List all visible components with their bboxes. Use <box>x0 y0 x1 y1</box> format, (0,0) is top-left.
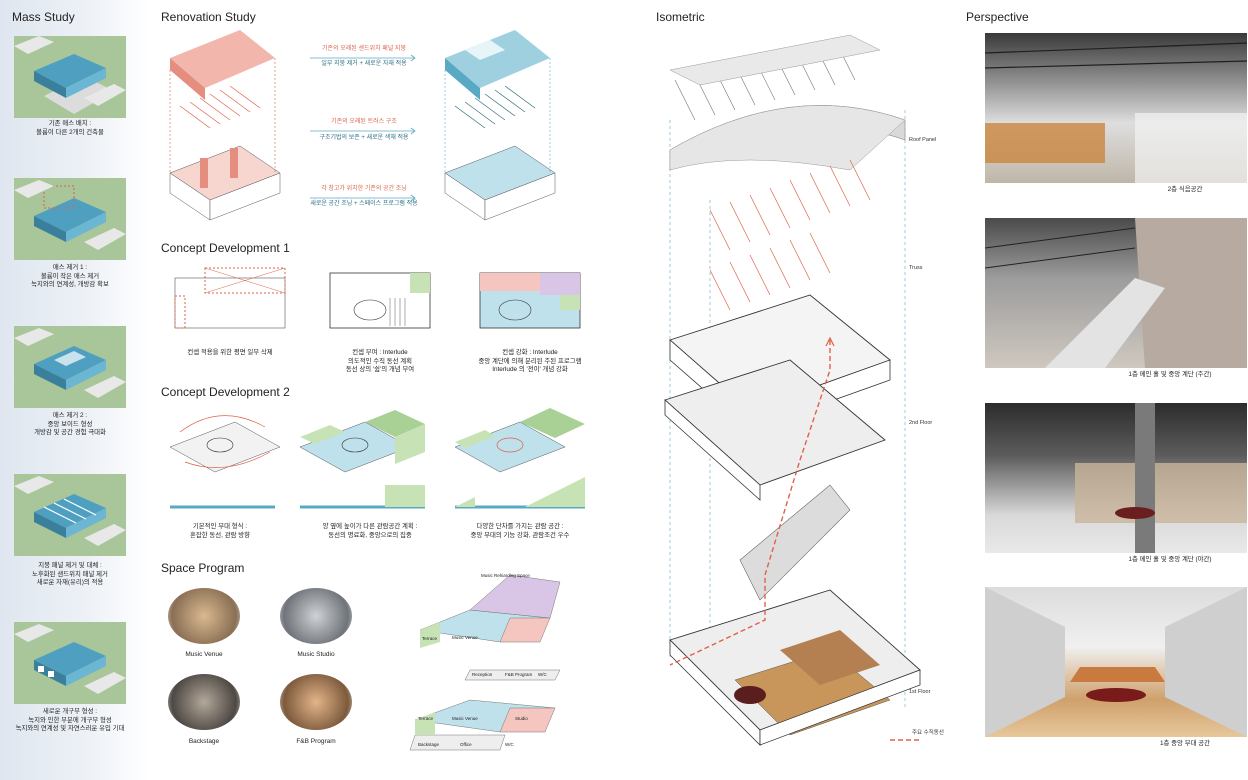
caption-desc: 중앙 계단에 의해 분리된 주된 프로그램 <box>478 357 582 365</box>
renovation-blue-1: 일부 지붕 제거 + 새로운 자재 적용 <box>321 61 407 67</box>
perspective-image-2 <box>985 218 1247 368</box>
caption-desc: 볼륨이 작은 매스 제거 <box>40 272 100 280</box>
sp-diagram-label: W/C <box>538 672 547 677</box>
caption-desc: 혼잡한 동선, 관람 방향 <box>189 531 251 539</box>
concept2-caption-1: 기본적인 무대 형식 : 혼잡한 동선, 관람 방향 <box>165 523 275 540</box>
perspective-image-3 <box>985 403 1247 553</box>
caption-desc: Interlude 의 '전이' 개념 강화 <box>492 366 568 373</box>
caption-desc: 의도적인 수직 동선 계획 <box>347 357 413 365</box>
caption-title: 기존 매스 배치 : <box>48 120 92 127</box>
space-item-label: Backstage <box>188 738 220 745</box>
mass-study-thumb-4 <box>14 474 126 556</box>
perspective-image-4 <box>985 587 1247 737</box>
concept1-caption-2: 컨셉 부여 : Interlude 의도적인 수직 동선 계획 동선 상의 '쉼… <box>315 349 445 375</box>
music-venue-image <box>168 588 240 644</box>
mass-study-caption-2: 매스 제거 1 : 볼륨이 작은 매스 제거 녹지와의 연계성, 개방감 확보 <box>10 264 130 290</box>
caption-desc: 노후화된 샌드위치 패널 제거 <box>32 570 108 578</box>
space-item-label: Music Venue <box>185 651 223 658</box>
caption-desc: 녹지와의 연계성 및 자연스러운 유입 기대 <box>15 725 125 732</box>
concept1-diagrams <box>174 267 581 329</box>
concept2-diagrams <box>169 408 585 509</box>
mass-study-caption-5: 새로운 개구부 형성 : 녹지와 인한 부분에 개구부 형성 녹지와의 연계성 … <box>4 708 136 734</box>
caption-title: 컨셉 적용을 위한 평면 일부 삭제 <box>187 349 273 356</box>
space-item-label: Music Studio <box>297 651 335 658</box>
caption-title: 매스 제거 2 : <box>52 412 88 419</box>
sp-diagram-label: Reception <box>472 672 493 677</box>
caption-title: 양 옆에 높이가 다른 관람공간 계획 : <box>322 523 418 530</box>
iso-label-1f: 1st Floor <box>909 689 931 695</box>
caption-desc: 새로운 자재(유리)의 적용 <box>36 579 104 586</box>
perspective-caption-3: 1층 메인 홀 및 중앙 계단 (야간) <box>1128 556 1212 563</box>
mass-study-caption-4: 지붕 패널 제거 및 대체 : 노후화된 샌드위치 패널 제거 새로운 자재(유… <box>10 562 130 588</box>
music-studio-image <box>280 588 352 644</box>
space-program-diagram <box>409 574 561 751</box>
sp-diagram-label: Terrace <box>422 636 438 641</box>
renovation-red-2: 기존의 오래된 트러스 구조 <box>331 119 397 125</box>
renovation-blue-2: 구조기법의 보존 + 새로운 색채 적용 <box>319 135 409 141</box>
mass-study-caption-1: 기존 매스 배치 : 볼륨이 다른 2개의 건축물 <box>10 120 130 137</box>
isometric-title: Isometric <box>656 10 705 24</box>
space-program-title: Space Program <box>161 561 245 575</box>
caption-title: 기본적인 무대 형식 : <box>192 523 248 530</box>
mass-study-thumb-5 <box>14 622 126 704</box>
renovation-red-1: 기존의 오래된 샌드위치 패널 지붕 <box>322 46 406 52</box>
caption-desc: 중앙 무대의 기능 강화, 관람조건 우수 <box>470 531 570 539</box>
concept1-caption-3: 컨셉 강화 : Interlude 중앙 계단에 의해 분리된 주된 프로그램 … <box>460 349 600 375</box>
space-item-label: F&B Program <box>296 738 336 745</box>
caption-title: 다양한 단차를 가지는 관람 공간 : <box>476 523 564 530</box>
mass-study-title: Mass Study <box>12 10 75 24</box>
concept2-caption-2: 양 옆에 높이가 다른 관람공간 계획 : 동선의 명료화, 중앙으로의 집중 <box>295 523 445 540</box>
sp-diagram-label: Music Venue <box>452 716 478 721</box>
iso-legend: 주요 수직동선 <box>912 730 944 736</box>
iso-label-roof: Roof Panel <box>909 137 937 143</box>
perspective-caption-2: 1층 메인 홀 및 중앙 계단 (주간) <box>1128 371 1212 378</box>
concept-dev1-title: Concept Development 1 <box>161 241 290 255</box>
mass-study-thumb-2 <box>14 178 126 260</box>
sp-diagram-label: Backstage <box>418 742 440 747</box>
sp-diagram-label: Terrace <box>418 716 434 721</box>
iso-label-truss: Truss <box>909 265 923 271</box>
perspective-image-1 <box>985 33 1247 183</box>
caption-title: 컨셉 강화 : Interlude <box>502 349 558 356</box>
renovation-red-3: 각 창고가 위치한 기존의 공간 조닝 <box>321 186 407 192</box>
sp-diagram-label: W/C <box>505 742 514 747</box>
fb-program-image <box>280 674 352 730</box>
perspective-caption-4: 1층 중앙 무대 공간 <box>1159 740 1211 747</box>
renovation-blue-3: 새로운 공간 조닝 + 스페이스 프로그램 적용 <box>310 201 418 207</box>
sp-diagram-label: Music Venue <box>452 635 478 640</box>
caption-desc: 중앙 보이드 형성 <box>47 420 93 428</box>
caption-desc: 개방감 및 공간 경험 극대화 <box>34 429 106 436</box>
caption-desc: 볼륨이 다른 2개의 건축물 <box>36 128 104 136</box>
concept1-caption-1: 컨셉 적용을 위한 평면 일부 삭제 <box>165 349 295 358</box>
renovation-diagram <box>169 30 556 221</box>
caption-desc: 녹지와의 연계성, 개방감 확보 <box>31 281 109 288</box>
caption-title: 새로운 개구부 형성 : <box>42 708 98 715</box>
caption-title: 지붕 패널 제거 및 대체 : <box>38 562 102 569</box>
mass-study-caption-3: 매스 제거 2 : 중앙 보이드 형성 개방감 및 공간 경험 극대화 <box>10 412 130 438</box>
sp-diagram-label: Music Rehiarding Space <box>481 573 530 578</box>
perspective-caption-1: 2층 식음공간 <box>1167 186 1203 193</box>
renovation-study-title: Renovation Study <box>161 10 256 24</box>
concept2-caption-3: 다양한 단차를 가지는 관람 공간 : 중앙 무대의 기능 강화, 관람조건 우… <box>445 523 595 540</box>
backstage-image <box>168 674 240 730</box>
sp-diagram-label: Studio <box>515 716 528 721</box>
sp-diagram-label: F&B Program <box>505 672 533 677</box>
perspective-title: Perspective <box>966 10 1029 24</box>
caption-desc: 동선의 명료화, 중앙으로의 집중 <box>328 531 412 539</box>
isometric-diagram <box>664 34 921 746</box>
mass-study-thumb-3 <box>14 326 126 408</box>
concept-dev2-title: Concept Development 2 <box>161 385 290 399</box>
caption-desc: 동선 상의 '쉼'의 개념 부여 <box>345 366 415 373</box>
caption-title: 매스 제거 1 : <box>52 264 88 271</box>
mass-study-thumb-1 <box>14 36 126 118</box>
caption-desc: 녹지와 인한 부분에 개구부 형성 <box>28 716 112 724</box>
caption-title: 컨셉 부여 : Interlude <box>352 349 408 356</box>
sp-diagram-label: Office <box>460 742 472 747</box>
iso-label-2f: 2nd Floor <box>909 420 933 426</box>
